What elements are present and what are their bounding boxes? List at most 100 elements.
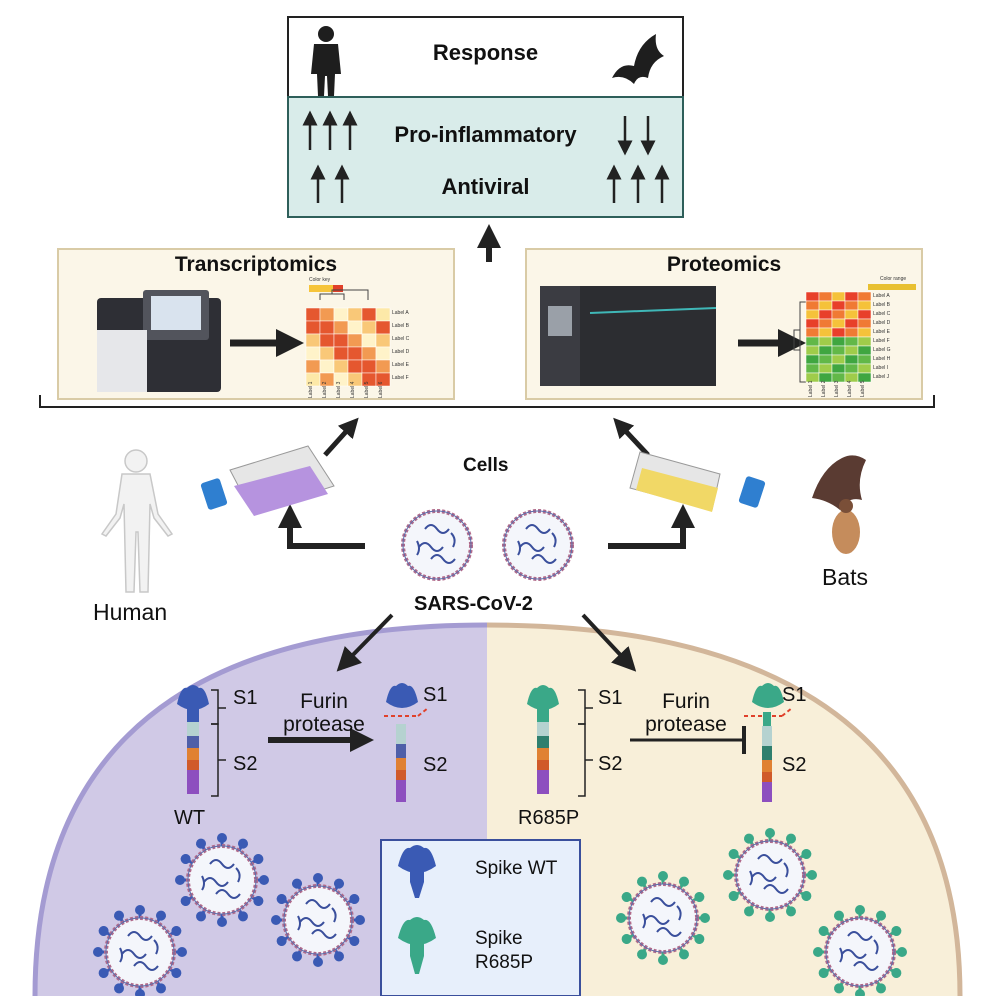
sequencer-icon	[97, 290, 221, 392]
heatmap-row-label: Label A	[392, 310, 409, 316]
heatmap-row-label: Label E	[873, 329, 890, 335]
heatmap-row-label: Label D	[392, 349, 410, 355]
response-arrows	[302, 110, 670, 203]
mutant-uncleaved-spike-icon	[744, 683, 793, 802]
legend-mutant-line1: Spike	[475, 928, 523, 949]
heatmap-cell	[361, 307, 377, 322]
mutant-spike-icon	[527, 685, 559, 794]
wt-cleaved-spike-icon	[384, 683, 429, 802]
heatmap-cell	[831, 327, 846, 338]
bat-silhouette-icon	[612, 34, 664, 84]
response-title: Response	[432, 40, 539, 65]
panels-bracket	[39, 395, 935, 408]
proteomics-heatmap	[793, 284, 916, 383]
bat-cell-body	[487, 625, 960, 996]
heatmap-cell	[347, 333, 363, 348]
mutant-s1-label: S1	[598, 687, 623, 709]
legend-mutant-spike-icon	[398, 917, 436, 974]
cells-label: Cells	[463, 455, 509, 476]
heatmap-cell	[361, 359, 377, 374]
heatmap-cell	[818, 345, 833, 356]
heatmap-cell	[844, 336, 859, 347]
heatmap-cell	[361, 333, 377, 348]
heatmap-cell	[305, 307, 321, 322]
heatmap-cell	[831, 300, 846, 311]
heatmap-cell	[831, 291, 846, 302]
heatmap-cell	[333, 307, 349, 322]
virus-label: SARS-CoV-2	[414, 593, 533, 615]
heatmap-cell	[844, 345, 859, 356]
virus-core	[104, 916, 176, 988]
wt-cleaved-s1-label: S1	[423, 684, 448, 706]
heatmap-cell	[831, 345, 846, 356]
heatmap-cell	[818, 291, 833, 302]
heatmap-cell	[857, 327, 872, 338]
mutant-s2-label: S2	[598, 753, 623, 775]
heatmap-cell	[857, 345, 872, 356]
antiviral-label: Antiviral	[441, 174, 530, 199]
heatmap-cell	[361, 346, 377, 361]
heatmap-cell	[831, 309, 846, 320]
heatmap-cell	[805, 309, 820, 320]
heatmap-cell	[305, 333, 321, 348]
heatmap-row-label: Label A	[873, 293, 890, 299]
heatmap-cell	[857, 309, 872, 320]
heatmap-cell	[805, 327, 820, 338]
virus-particle-icon	[502, 509, 574, 581]
heatmap-cell	[818, 309, 833, 320]
heatmap-row-label: Label C	[873, 311, 891, 317]
heatmap-row-label: Label I	[873, 365, 889, 371]
heatmap-cell	[305, 359, 321, 374]
bat-cell-flask-icon	[629, 451, 766, 512]
heatmap-col-label: Label 3	[336, 381, 342, 398]
heatmap-col-label: Label 1	[308, 381, 314, 398]
legend-wt-spike-icon	[398, 845, 436, 898]
mutant-label: R685P	[518, 807, 580, 829]
transcriptomics-title: Transcriptomics	[174, 253, 338, 276]
heatmap-cell	[375, 307, 391, 322]
heatmap-col-label: Label 2	[821, 380, 827, 397]
wt-s2-label: S2	[233, 753, 258, 775]
heatmap-col-label: Label 5	[860, 380, 866, 397]
heatmap-row-label: Label B	[392, 323, 409, 329]
heatmap-cell	[347, 346, 363, 361]
heatmap-col-label: Label 1	[808, 380, 814, 397]
heatmap-cell	[857, 291, 872, 302]
legend-mutant-line2: R685P	[475, 952, 534, 973]
heatmap-col-label: Label 6	[378, 381, 384, 398]
wt-label: WT	[174, 807, 206, 829]
wt-spike-icon	[177, 685, 209, 794]
heatmap-cell	[375, 346, 391, 361]
human-cell-flask-icon	[200, 445, 335, 516]
heatmap-cell	[305, 346, 321, 361]
heatmap-row-label: Label G	[873, 347, 891, 353]
heatmap-row-label: Label F	[392, 375, 409, 381]
heatmap-cell	[319, 359, 335, 374]
proteomics-title: Proteomics	[666, 253, 782, 276]
heatmap-cell	[347, 307, 363, 322]
heatmap-cell	[319, 333, 335, 348]
color-range-label: Color range	[880, 276, 907, 282]
mutant-furin-line2: protease	[645, 713, 727, 736]
heatmap-cell	[844, 300, 859, 311]
heatmap-col-label: Label 2	[322, 381, 328, 398]
heatmap-cell	[805, 291, 820, 302]
heatmap-cell	[805, 300, 820, 311]
heatmap-cell	[305, 320, 321, 335]
heatmap-cell	[333, 359, 349, 374]
wt-furin-line1: Furin	[300, 690, 348, 713]
heatmap-cell	[844, 327, 859, 338]
heatmap-cell	[805, 354, 820, 365]
mutant-s2-label-right: S2	[782, 754, 807, 776]
wt-cleaved-s2-label: S2	[423, 754, 448, 776]
heatmap-cell	[333, 333, 349, 348]
heatmap-row-label: Label D	[873, 320, 891, 326]
heatmap-row-label: Label C	[392, 336, 410, 342]
heatmap-cell	[831, 336, 846, 347]
heatmap-cell	[375, 359, 391, 374]
virus-core	[824, 916, 896, 988]
human-label: Human	[93, 599, 168, 625]
heatmap-cell	[319, 346, 335, 361]
heatmap-row-label: Label J	[873, 374, 890, 380]
